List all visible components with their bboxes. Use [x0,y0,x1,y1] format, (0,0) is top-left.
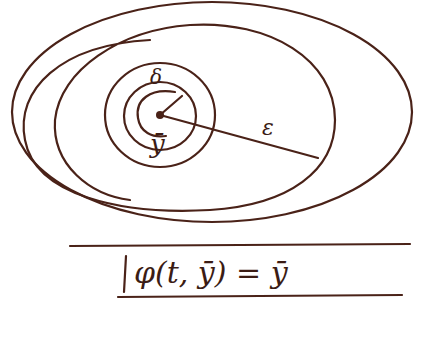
point-label: ȳ [150,130,165,159]
equilibrium-point [156,111,164,119]
separator-line [70,244,410,246]
bracket-line [124,256,126,292]
underline [118,295,402,297]
fixed-point-equation: φ(t, ȳ) = ȳ [134,256,288,289]
delta-radius [160,96,182,115]
outer-circle [12,2,412,222]
spiral-trajectory [24,25,335,211]
epsilon-radius [160,115,318,158]
delta-label: δ [150,66,162,88]
delta-neighbourhood [105,63,215,167]
epsilon-label: ε [262,116,274,140]
